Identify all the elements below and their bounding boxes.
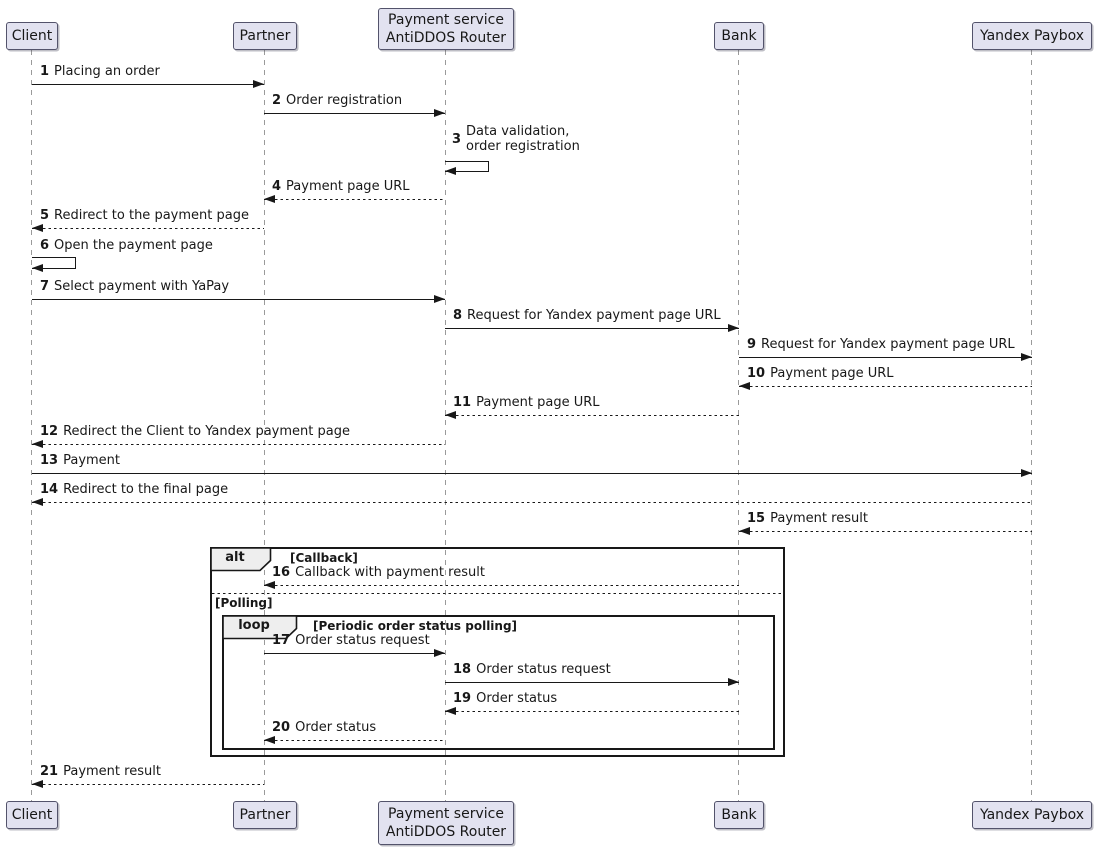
lifeline-payment-service [445, 50, 446, 801]
message-16-line [264, 585, 739, 586]
message-2-line [264, 113, 445, 114]
message-8-arrowhead [728, 324, 739, 332]
message-5-arrowhead [32, 224, 43, 232]
message-12-arrowhead [32, 440, 43, 448]
message-21-arrowhead [32, 780, 43, 788]
message-12-line [32, 444, 445, 445]
message-15-line [739, 531, 1032, 532]
message-8-line [445, 328, 739, 329]
message-18-line [445, 682, 739, 683]
alt-keyword: alt [225, 550, 245, 565]
lifeline-yandex-paybox [1031, 50, 1032, 801]
message-20-line [264, 740, 445, 741]
message-15-arrowhead [739, 527, 750, 535]
participant-bank-top: Bank [714, 22, 764, 50]
lifeline-partner [264, 50, 265, 801]
message-11-arrowhead [445, 411, 456, 419]
participant-yandex-paybox-bottom: Yandex Paybox [972, 801, 1092, 829]
message-18-arrowhead [728, 678, 739, 686]
message-13-line [32, 473, 1032, 474]
lifeline-bank [738, 50, 739, 801]
message-19-arrowhead [445, 707, 456, 715]
message-3-arrowhead [445, 167, 456, 175]
participant-partner-top: Partner [233, 22, 297, 50]
divider-label: [Polling] [215, 596, 273, 610]
message-3-self-loop [445, 161, 489, 172]
message-10-line [739, 386, 1032, 387]
message-11-line [445, 415, 739, 416]
message-7-line [32, 299, 445, 300]
message-21-line [32, 784, 264, 785]
message-9-arrowhead [1021, 353, 1032, 361]
participant-yandex-paybox-top: Yandex Paybox [972, 22, 1092, 50]
message-10-arrowhead [739, 382, 750, 390]
participant-payment-service-top: Payment service AntiDDOS Router [378, 8, 514, 50]
participant-payment-service-bottom: Payment service AntiDDOS Router [378, 801, 514, 845]
participant-bank-bottom: Bank [714, 801, 764, 829]
loop-pentagon-icon [222, 615, 298, 640]
loop-condition: [Periodic order status polling] [313, 619, 518, 633]
message-2-arrowhead [434, 109, 445, 117]
message-9-line [739, 357, 1032, 358]
message-17-line [264, 653, 445, 654]
loop-frame-tag: loop [222, 615, 298, 640]
message-20-arrowhead [264, 736, 275, 744]
message-1-line [32, 84, 264, 85]
alt-condition: [Callback] [290, 551, 358, 565]
message-6-arrowhead [32, 264, 43, 272]
lifeline-client [31, 50, 32, 801]
loop-frame: loop [Periodic order status polling] [222, 615, 775, 750]
alt-pentagon-icon [210, 547, 272, 572]
message-4-arrowhead [264, 195, 275, 203]
participant-client-bottom: Client [6, 801, 58, 829]
message-16-arrowhead [264, 581, 275, 589]
alt-divider [212, 593, 783, 594]
message-14-line [32, 502, 1032, 503]
message-13-arrowhead [1021, 469, 1032, 477]
message-14-arrowhead [32, 498, 43, 506]
loop-keyword: loop [238, 618, 270, 633]
alt-frame-tag: alt [210, 547, 284, 572]
participant-partner-bottom: Partner [233, 801, 297, 829]
message-4-line [264, 199, 445, 200]
message-17-arrowhead [434, 649, 445, 657]
message-1-arrowhead [253, 80, 264, 88]
message-19-line [445, 711, 739, 712]
alt-frame: alt [Callback] [Polling] [210, 547, 785, 757]
participant-client-top: Client [6, 22, 58, 50]
message-7-arrowhead [434, 295, 445, 303]
message-5-line [32, 228, 264, 229]
message-6-self-loop [32, 257, 76, 269]
